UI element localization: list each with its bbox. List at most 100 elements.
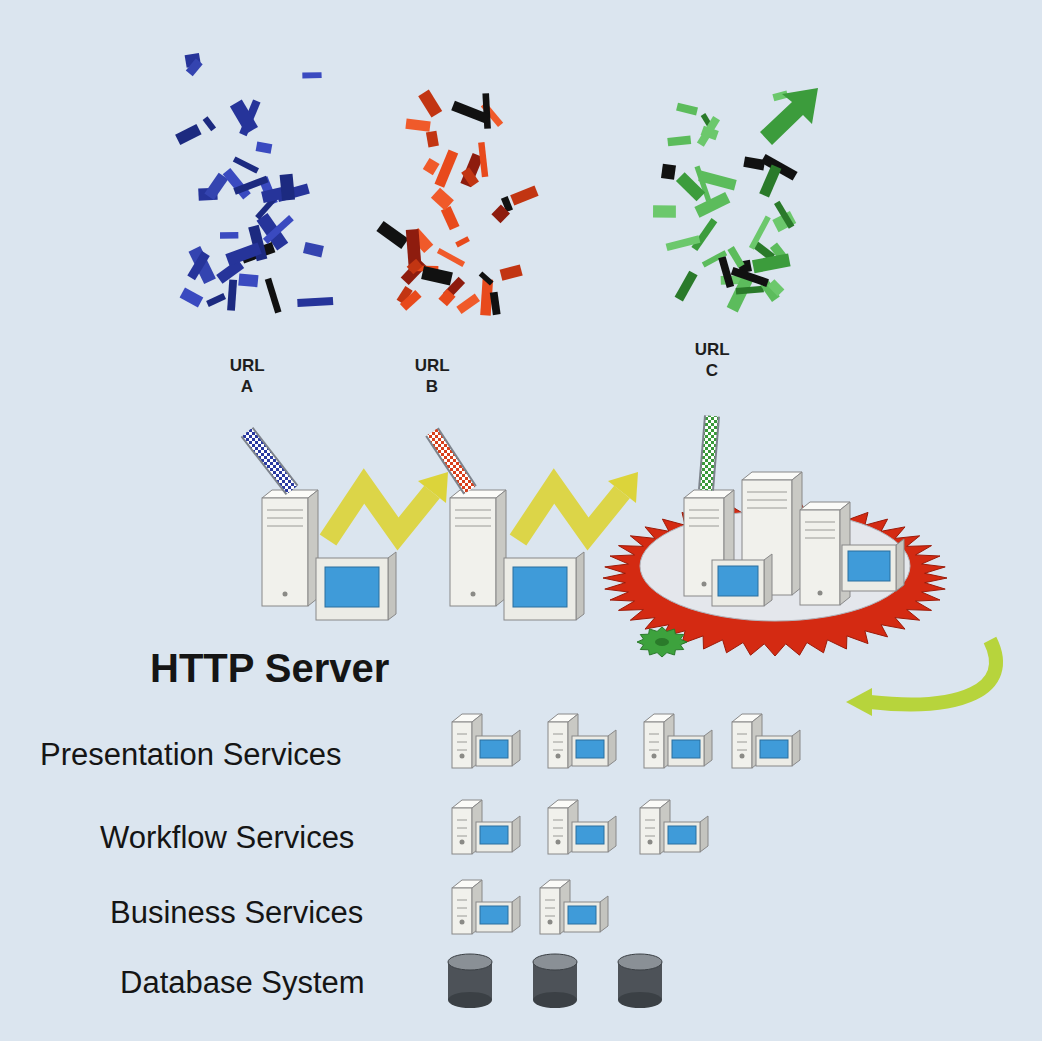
- tower-button: [283, 592, 288, 597]
- tower-slot: [645, 820, 655, 821]
- confetti-bit: [698, 171, 737, 191]
- confetti-bit: [423, 158, 440, 175]
- tower-slot: [457, 820, 467, 821]
- pipe-group: [247, 416, 712, 490]
- confetti-bit: [187, 251, 210, 280]
- layer-plane: [150, 575, 1032, 722]
- tower-slot: [553, 828, 563, 829]
- funnel-label: URL C: [695, 339, 730, 382]
- monitor-body: [476, 822, 512, 852]
- monitor-screen: [480, 826, 508, 844]
- confetti-bit: [280, 174, 295, 201]
- pipe-body: [247, 432, 292, 490]
- cylinder-top: [618, 954, 662, 970]
- confetti-bit: [297, 297, 333, 307]
- tower-slot: [553, 820, 563, 821]
- white-panel: [14, 6, 1032, 1030]
- database-cylinder: [533, 954, 577, 1008]
- confetti-bit: [752, 253, 791, 273]
- monitor-side: [576, 552, 584, 620]
- confetti-bit: [456, 294, 480, 315]
- tower-front: [644, 722, 664, 768]
- monitor: [572, 816, 616, 852]
- monitor-screen: [480, 906, 508, 924]
- funnel-label: URL A: [230, 355, 265, 398]
- confetti-bit: [727, 246, 744, 268]
- bottom-strip: [0, 1030, 1042, 1041]
- monitor-screen: [480, 740, 508, 758]
- tower-front: [540, 888, 560, 934]
- funnel-spout: [236, 418, 258, 432]
- layer-label: Database System: [120, 965, 365, 1001]
- confetti-bit: [303, 242, 324, 258]
- funnel-cone: [367, 338, 497, 420]
- tower-button: [460, 840, 465, 845]
- pipe-outline: [247, 432, 292, 490]
- tower-slot: [737, 742, 747, 743]
- tower-slot: [737, 750, 747, 751]
- monitor: [664, 816, 708, 852]
- funnel-shape: [645, 306, 779, 416]
- monitor-body: [572, 822, 608, 852]
- confetti-bit: [405, 119, 430, 132]
- monitor-side: [792, 730, 800, 766]
- monitor-side: [512, 730, 520, 766]
- tower-slot: [689, 518, 719, 519]
- service-layer: HTTP Server: [150, 490, 1032, 725]
- tower-slot: [649, 734, 659, 735]
- confetti-bit: [180, 288, 204, 308]
- confetti-bit: [230, 100, 258, 134]
- service-layer: Database System: [120, 950, 960, 1028]
- tower-button: [652, 754, 657, 759]
- cylinder-top: [448, 954, 492, 970]
- tower-slot: [649, 742, 659, 743]
- bottom-bar: [0, 1030, 250, 1041]
- confetti-bit: [407, 259, 423, 275]
- monitor-body: [756, 736, 792, 766]
- monitor: [316, 552, 396, 620]
- confetti-bit: [667, 136, 691, 147]
- monitor-body: [564, 902, 600, 932]
- monitor-side: [512, 896, 520, 932]
- tower-button: [460, 920, 465, 925]
- tower-front: [450, 498, 496, 606]
- confetti-bit: [431, 188, 454, 211]
- tower-slot: [267, 510, 303, 511]
- tower-slot: [267, 526, 303, 527]
- monitor-body: [476, 736, 512, 766]
- tower-front: [452, 808, 472, 854]
- tower-slot: [649, 750, 659, 751]
- pipe-body: [432, 432, 470, 490]
- pipe-connector: [706, 416, 712, 490]
- tower-slot: [553, 734, 563, 735]
- monitor: [756, 730, 800, 766]
- monitor-side: [388, 552, 396, 620]
- monitor-screen: [760, 740, 788, 758]
- confetti-bit: [204, 173, 228, 200]
- tower-button: [471, 592, 476, 597]
- confetti-bit: [437, 248, 465, 267]
- confetti-bit: [186, 59, 203, 77]
- confetti-bit: [376, 221, 408, 249]
- funnel-spout: [421, 418, 443, 432]
- confetti-bit: [461, 167, 479, 187]
- confetti-bit: [761, 154, 798, 181]
- monitor-screen: [513, 567, 567, 607]
- tower-slot: [545, 908, 555, 909]
- monitor-side: [608, 816, 616, 852]
- monitor: [476, 896, 520, 932]
- flow-arrow: [328, 486, 432, 540]
- flow-arrow-head: [608, 472, 638, 503]
- tower-slot: [747, 500, 787, 501]
- confetti-bit: [256, 142, 273, 154]
- confetti-bit: [418, 90, 442, 118]
- confetti-bit: [676, 103, 698, 116]
- server-tower: [262, 490, 318, 606]
- confetti-bit: [426, 131, 439, 148]
- tower-slot: [545, 916, 555, 917]
- layer-label: HTTP Server: [150, 645, 389, 691]
- green-arrow: [760, 88, 818, 145]
- tower-front: [800, 510, 840, 605]
- monitor-side: [764, 554, 772, 606]
